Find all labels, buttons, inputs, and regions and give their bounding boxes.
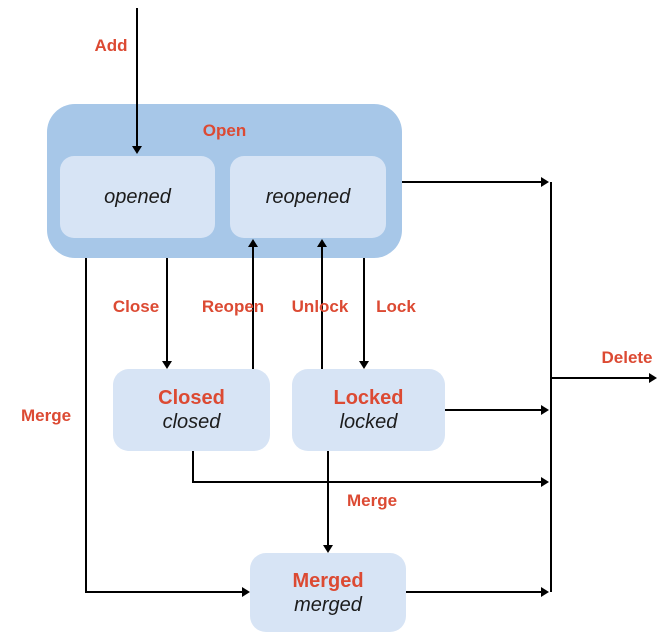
merged-substate-label: merged <box>294 593 362 616</box>
lock-transition-label: Lock <box>376 297 416 316</box>
reopened-state-box: reopened <box>230 156 386 238</box>
merge-open-transition-label: Merge <box>20 406 72 425</box>
close-transition-label: Close <box>112 297 160 316</box>
open-group-label: Open <box>202 121 247 140</box>
locked-delete-arrowhead-icon <box>541 405 549 415</box>
lock-arrowhead-icon <box>359 361 369 369</box>
closed-delete-hline <box>192 481 541 483</box>
merge-transition-label: Merge <box>346 491 398 510</box>
locked-delete-hline <box>445 409 541 411</box>
reopened-state-label: reopened <box>265 186 351 208</box>
closed-state-title: Closed <box>158 387 225 409</box>
closed-substate-label: closed <box>162 411 221 433</box>
merged-delete-arrowhead-icon <box>541 587 549 597</box>
reopen-arrowhead-icon <box>248 239 258 247</box>
closed-delete-vline <box>192 451 194 483</box>
opened-state-box: opened <box>60 156 215 238</box>
close-arrow-line <box>166 258 168 362</box>
closed-delete-arrowhead-icon <box>541 477 549 487</box>
merge-open-arrow-hline <box>85 591 242 593</box>
open-delete-hline <box>402 181 541 183</box>
unlock-transition-label: Unlock <box>291 297 349 316</box>
add-arrowhead-icon <box>132 146 142 154</box>
add-transition-label: Add <box>94 36 128 55</box>
closed-state-box: Closed closed <box>113 369 270 451</box>
delete-arrowhead-icon <box>649 373 657 383</box>
merged-state-box: Merged merged <box>250 553 406 632</box>
reopen-transition-label: Reopen <box>201 297 265 316</box>
lock-arrow-line <box>363 258 365 362</box>
delete-transition-label: Delete <box>601 348 653 367</box>
opened-state-label: opened <box>104 186 171 208</box>
merge-open-arrowhead-icon <box>242 587 250 597</box>
delete-arrow-line <box>551 377 649 379</box>
merged-delete-hline <box>406 591 541 593</box>
add-arrow-line <box>136 8 138 148</box>
locked-substate-label: locked <box>339 411 398 433</box>
unlock-arrow-line <box>321 246 323 369</box>
delete-trunk-line <box>550 182 552 592</box>
merge-locked-arrow-line <box>327 451 329 545</box>
close-arrowhead-icon <box>162 361 172 369</box>
locked-state-title: Locked <box>333 387 404 409</box>
reopen-arrow-line <box>252 246 254 369</box>
open-delete-arrowhead-icon <box>541 177 549 187</box>
merge-open-arrow-vline <box>85 258 87 593</box>
merged-state-title: Merged <box>292 569 364 592</box>
merge-locked-arrowhead-icon <box>323 545 333 553</box>
locked-state-box: Locked locked <box>292 369 445 451</box>
unlock-arrowhead-icon <box>317 239 327 247</box>
